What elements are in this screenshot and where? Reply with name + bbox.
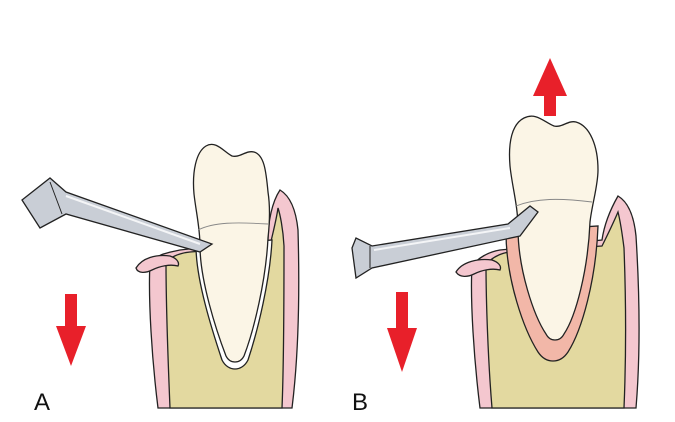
force-arrow-down-a <box>56 294 86 366</box>
panel-a: A <box>21 143 300 416</box>
force-arrow-down-b <box>387 292 417 372</box>
tooth-a <box>192 143 271 363</box>
gum-flap-a <box>135 254 180 274</box>
elevator-instrument-b <box>351 205 539 280</box>
panel-label-a: A <box>34 389 50 416</box>
force-arrow-up-b <box>533 58 567 116</box>
panel-label-b: B <box>352 389 368 416</box>
gum-flap-b <box>455 258 502 278</box>
cej-line-b <box>515 198 593 207</box>
elevator-instrument-a <box>21 177 214 253</box>
cej-line-a <box>197 222 269 231</box>
panel-b: B <box>351 58 640 416</box>
tooth-b <box>508 115 599 341</box>
